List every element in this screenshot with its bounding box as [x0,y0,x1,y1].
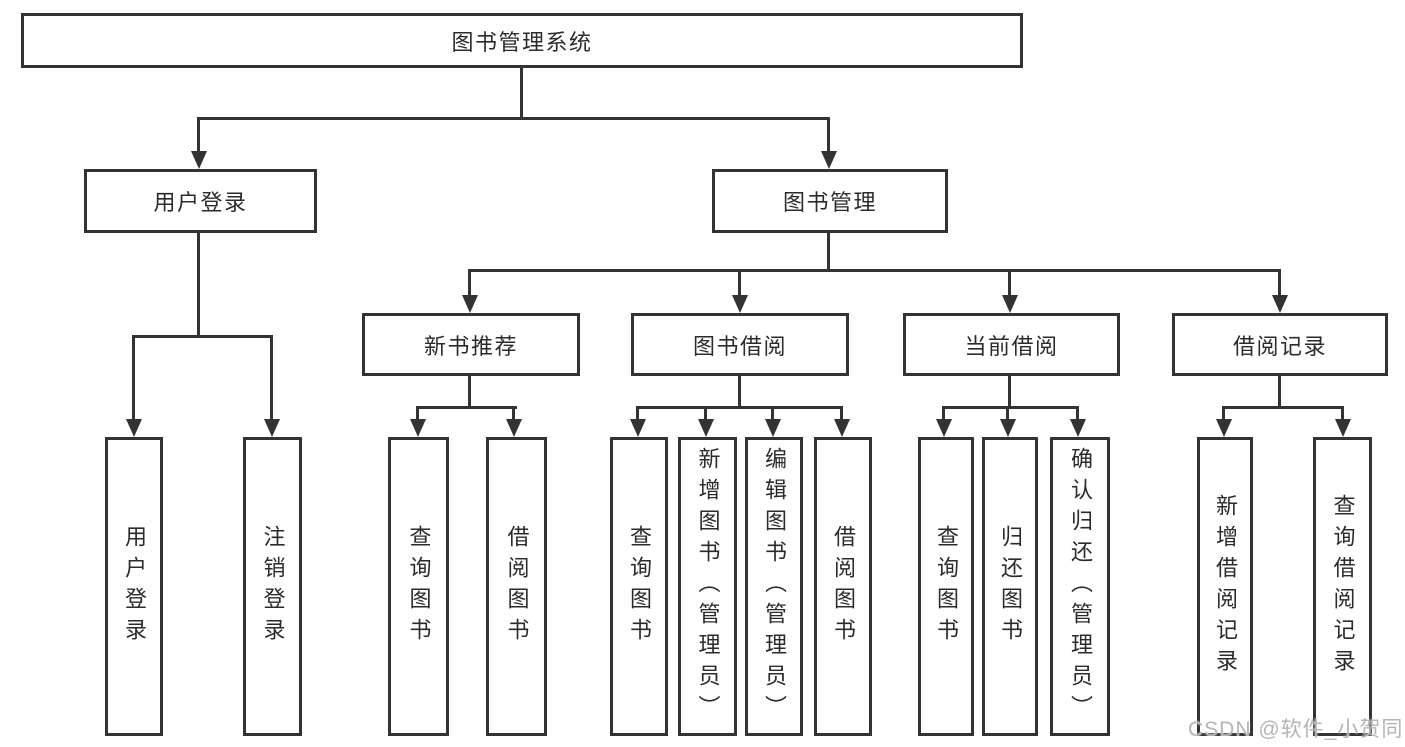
arrow-down-icon [1002,295,1018,313]
connector-line [520,68,523,118]
node-book-borrowing: 图书借阅 [631,313,849,376]
leaf-add-books-admin: 新增图书（管理员） [678,437,737,736]
connector-line [1278,376,1281,407]
connector-line [942,406,1079,409]
connector-line [738,376,741,407]
connector-line [512,406,515,421]
connector-line [197,117,200,153]
node-current-borrowing: 当前借阅 [903,313,1120,376]
connector-line [704,406,707,421]
leaf-label: 注销登录 [260,524,286,649]
arrow-down-icon [936,419,952,437]
arrow-down-icon [765,419,781,437]
node-new-book-recommendation: 新书推荐 [362,313,580,376]
arrow-down-icon [191,151,207,169]
leaf-label: 查询图书 [627,524,652,649]
leaf-return-books: 归还图书 [982,437,1038,736]
connector-line [840,406,843,421]
connector-line [1008,376,1011,407]
leaf-label: 编辑图书（管理员） [762,447,787,726]
node-library-management-system: 图书管理系统 [21,13,1023,68]
leaf-query-books-borrowing: 查询图书 [610,437,668,736]
watermark-text: CSDN @软件_小贺同学 [1188,718,1404,741]
connector-line [270,335,273,420]
leaf-query-borrow-record: 查询借阅记录 [1313,437,1372,736]
leaf-user-login: 用户登录 [105,437,163,736]
connector-line [738,269,741,297]
arrow-down-icon [1335,419,1351,437]
connector-line [416,406,419,421]
arrow-down-icon [410,419,426,437]
connector-line [197,233,200,337]
arrow-down-icon [1000,419,1016,437]
arrow-down-icon [630,419,646,437]
connector-line [1008,269,1011,297]
connector-line [636,406,843,409]
arrow-down-icon [126,419,142,437]
node-borrowing-records: 借阅记录 [1172,313,1388,376]
connector-line [1222,406,1344,409]
connector-line [468,269,1281,272]
arrow-down-icon [821,151,837,169]
node-book-management: 图书管理 [712,169,948,233]
connector-line [132,335,273,338]
leaf-label: 查询图书 [934,524,959,649]
arrow-down-icon [1272,295,1288,313]
leaf-label: 确认归还（管理员） [1068,447,1093,726]
connector-line [827,233,830,271]
leaf-label: 查询借阅记录 [1330,493,1356,680]
connector-line [416,406,517,409]
connector-line [1341,406,1344,421]
connector-line [1278,269,1281,297]
arrow-down-icon [698,419,714,437]
connector-line [1006,406,1009,421]
leaf-label: 新增图书（管理员） [695,447,721,726]
connector-line [468,376,471,407]
leaf-label: 新增借阅记录 [1213,493,1238,680]
arrow-down-icon [264,419,280,437]
connector-line [1076,406,1079,421]
arrow-down-icon [732,295,748,313]
leaf-label: 用户登录 [122,524,147,649]
connector-line [132,335,135,420]
connector-line [771,406,774,421]
arrow-down-icon [462,295,478,313]
arrow-down-icon [1070,419,1086,437]
connector-line [827,117,830,153]
leaf-query-books-recommend: 查询图书 [388,437,449,736]
connector-line [197,117,830,120]
connector-line [1222,406,1225,421]
leaf-label: 查询图书 [406,524,432,649]
node-user-login: 用户登录 [84,169,317,233]
arrow-down-icon [1216,419,1232,437]
leaf-confirm-return-admin: 确认归还（管理员） [1050,437,1110,736]
arrow-down-icon [506,419,522,437]
leaf-label: 归还图书 [998,524,1023,649]
leaf-logout-login: 注销登录 [243,437,302,736]
leaf-add-borrow-record: 新增借阅记录 [1197,437,1253,736]
arrow-down-icon [834,419,850,437]
leaf-edit-books-admin: 编辑图书（管理员） [745,437,803,736]
leaf-borrow-books-borrowing: 借阅图书 [814,437,872,736]
connector-line [942,406,945,421]
connector-line [636,406,639,421]
leaf-borrow-books-recommend: 借阅图书 [486,437,547,736]
leaf-label: 借阅图书 [504,524,530,649]
connector-line [468,269,471,297]
leaf-label: 借阅图书 [831,524,856,649]
leaf-query-books-current: 查询图书 [918,437,974,736]
